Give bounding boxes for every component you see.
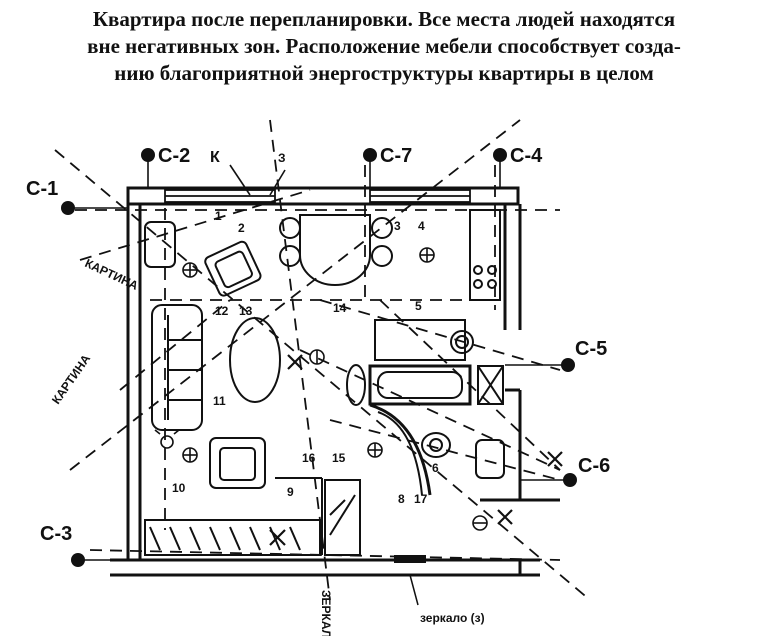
washbasin [346,364,366,406]
caption-line-3: нию благоприятной энергоструктуры кварти… [114,61,654,85]
marker-dots [61,148,577,567]
marker-c6: С-6 [578,455,610,477]
dining-table [279,214,393,286]
corner-chair [144,221,176,268]
zone-17: 17 [414,492,428,506]
x-marks [269,354,563,546]
zone-13: 13 [239,304,253,318]
windows [164,189,471,203]
zone-12: 12 [215,304,229,318]
kartina-top-label: КАРТИНА [83,256,141,293]
marker-c2: С-2 [158,145,190,167]
zone-6: 6 [432,461,439,475]
bottom-vertical-label: ЗЕРКАЛО [319,590,333,636]
zone-16: 16 [302,451,316,465]
marker-z: З [278,151,286,165]
marker-lines [68,160,565,561]
zone-10: 10 [172,481,186,495]
curved-partition [369,403,432,496]
caption-line-2: вне негативных зон. Расположение мебели … [87,34,681,58]
marker-c5: С-5 [575,338,607,360]
wardrobe [144,519,321,556]
marker-c3: С-3 [40,523,72,545]
caption-line-1: Квартира после перепланировки. Все места… [92,7,676,31]
coffee-table [229,317,281,403]
sink-unit [374,319,474,361]
marker-k: К [210,149,220,166]
zone-1: 1 [215,209,222,223]
zone-11: 11 [213,394,226,408]
kitchen-counter [469,209,501,301]
zone-4: 4 [418,219,425,233]
armchair [204,240,262,297]
toilet [421,432,505,479]
mirror-label: зеркало (з) [420,611,485,625]
zone-2: 2 [238,221,245,235]
zone-3: 3 [394,219,401,233]
mirror-bar [394,555,426,563]
armchair-bottom [209,437,266,489]
plan-caption: Квартира после перепланировки. Все места… [14,6,754,87]
bathtub [368,364,504,406]
zone-15: 15 [332,451,346,465]
zone-14: 14 [333,301,347,315]
zone-9: 9 [287,485,294,499]
zone-8: 8 [398,492,405,506]
door [324,479,361,556]
lamp-symbols [154,247,488,531]
outer-walls [110,186,560,577]
marker-c4: С-4 [510,145,543,167]
marker-c7: С-7 [380,145,412,167]
sofa [151,304,203,431]
marker-c1: С-1 [26,178,58,200]
zone-5: 5 [415,299,422,313]
kartina-left-label: КАРТИНА [49,352,93,407]
